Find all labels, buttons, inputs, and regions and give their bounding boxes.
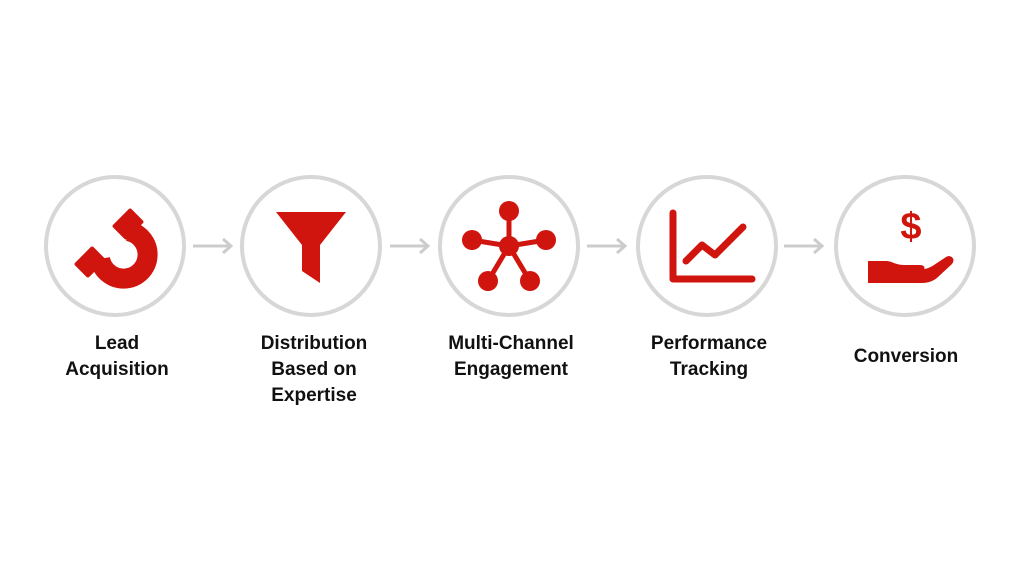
label-line: Expertise	[271, 385, 357, 406]
flow-arrow	[583, 236, 631, 256]
magnet-icon	[74, 208, 158, 289]
hand-dollar-icon: $	[868, 206, 954, 283]
funnel-icon	[276, 212, 346, 283]
step-2-circle	[240, 175, 382, 317]
flow-arrow	[386, 236, 434, 256]
step-4-circle	[636, 175, 778, 317]
step-1-label: Lead Acquisition	[37, 331, 197, 383]
label-line: Distribution	[260, 333, 368, 354]
network-hub-icon	[462, 201, 556, 291]
label-line: Based on	[271, 359, 357, 380]
label-line: Lead	[94, 333, 140, 354]
step-4-label: Performance Tracking	[629, 331, 789, 383]
label-line: Tracking	[669, 359, 749, 380]
step-5-circle: $	[834, 175, 976, 317]
step-1-circle	[44, 175, 186, 317]
svg-text:$: $	[900, 206, 921, 248]
label-line: Conversion	[853, 346, 959, 367]
label-line: Performance	[650, 333, 768, 354]
label-line: Engagement	[453, 359, 569, 380]
flow-arrow	[189, 236, 237, 256]
step-5-label: Conversion	[826, 344, 986, 370]
label-line: Acquisition	[65, 359, 169, 380]
line-chart-icon	[669, 209, 756, 283]
step-3-circle	[438, 175, 580, 317]
step-2-label: Distribution Based on Expertise	[234, 331, 394, 409]
flow-arrow	[780, 236, 828, 256]
step-3-label: Multi-Channel Engagement	[431, 331, 591, 383]
label-line: Multi-Channel	[448, 333, 574, 354]
